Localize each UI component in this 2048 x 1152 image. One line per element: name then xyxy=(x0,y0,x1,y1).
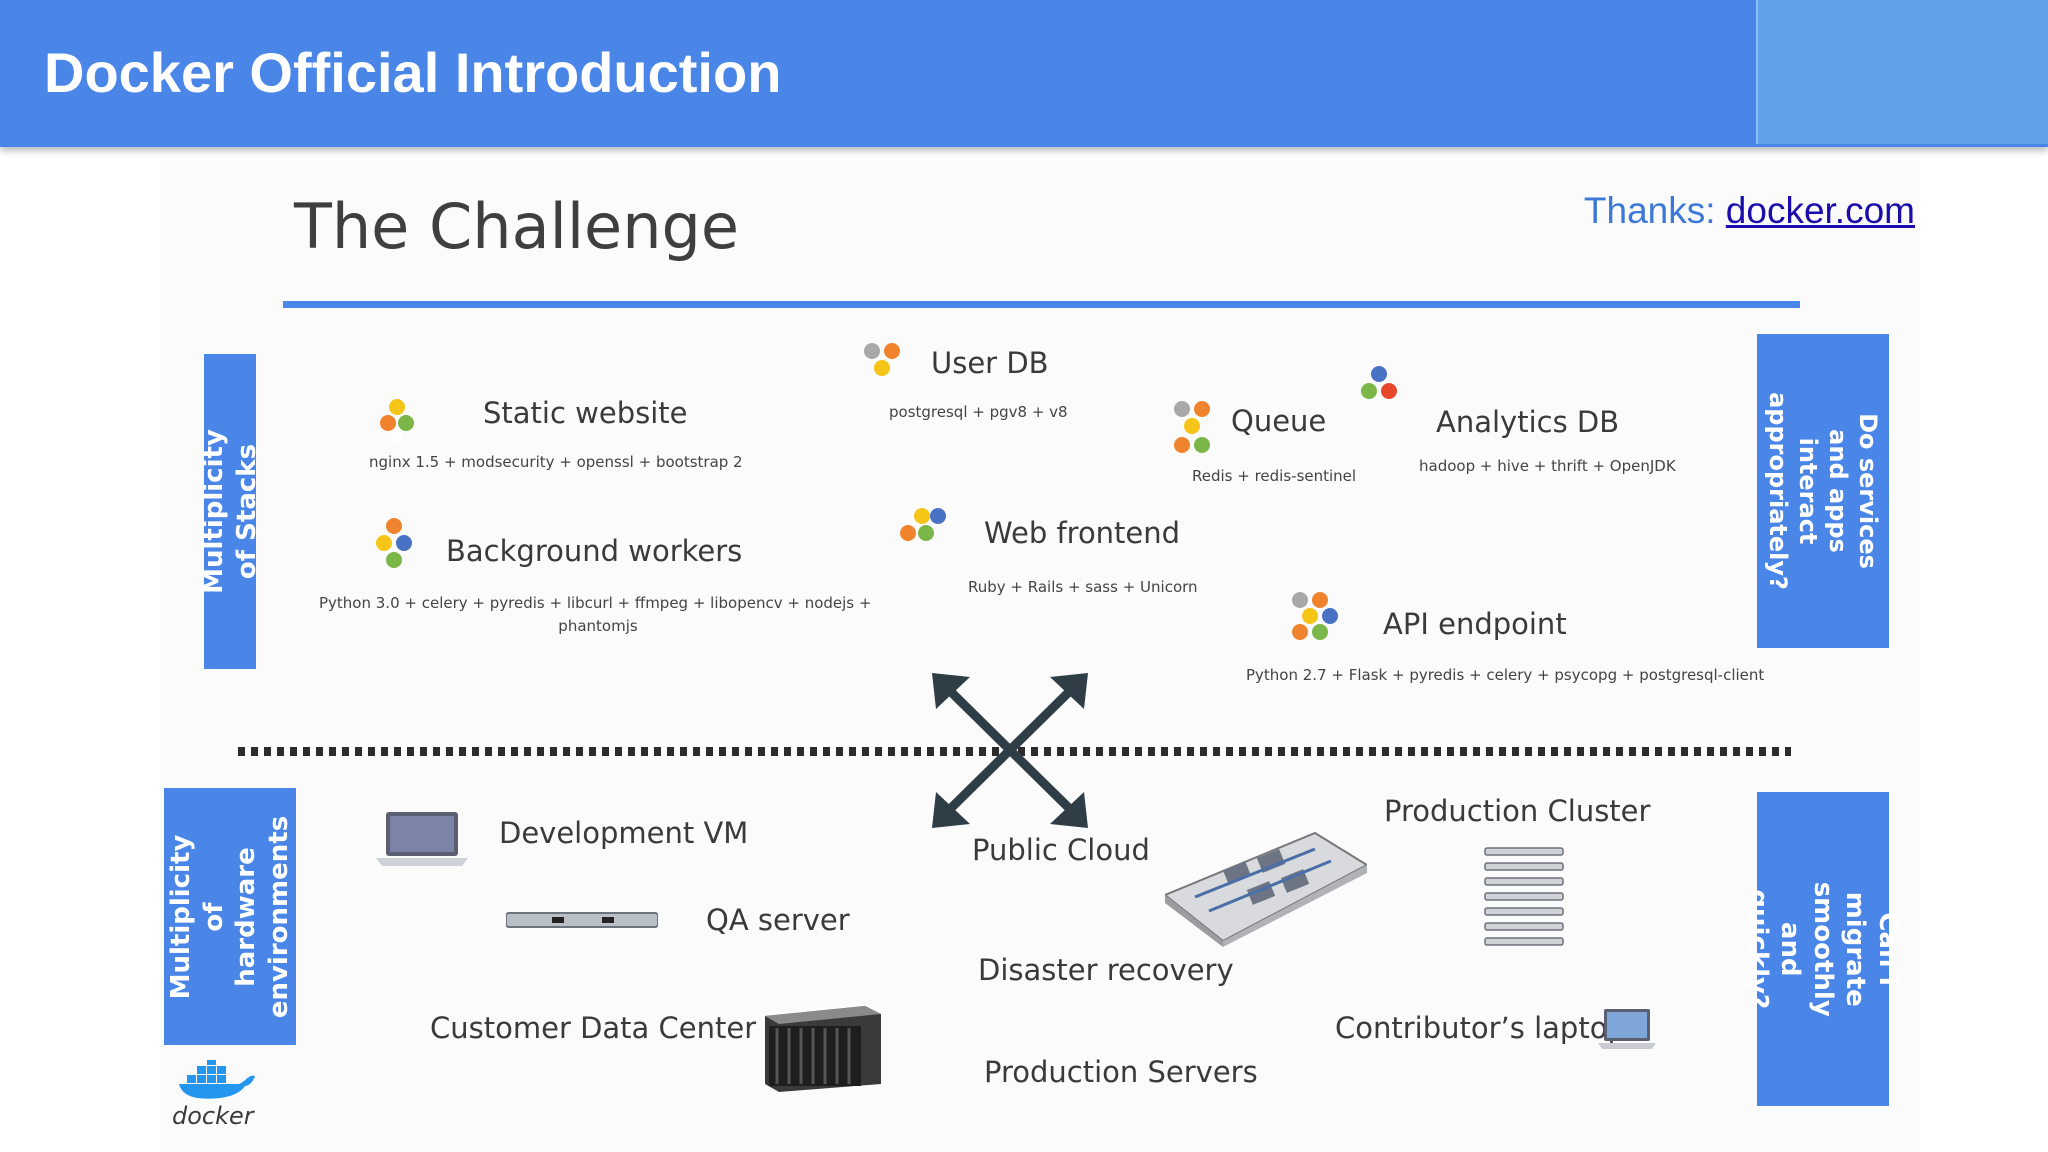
small-laptop-icon xyxy=(1598,1009,1656,1049)
api-endpoint-hex-icon xyxy=(1292,592,1338,640)
docker-logo-text: docker xyxy=(172,1102,254,1130)
slide-title: The Challenge xyxy=(294,190,739,263)
laptop-icon xyxy=(376,812,468,866)
stack-api-endpoint-desc: Python 2.7 + Flask + pyredis + celery + … xyxy=(1246,666,1765,684)
analytics-db-hex-icon xyxy=(1361,366,1397,399)
stack-web-frontend: Web frontend xyxy=(984,516,1181,550)
server-stack-icon xyxy=(1484,847,1564,946)
header-thumbnail xyxy=(1756,0,2048,144)
stack-background-workers-desc: Python 3.0 + celery + pyredis + libcurl … xyxy=(319,594,872,612)
stack-background-workers: Background workers xyxy=(446,534,743,568)
env-disaster-recovery: Disaster recovery xyxy=(978,953,1234,987)
stack-queue: Queue xyxy=(1231,404,1327,438)
docker-link[interactable]: docker.com xyxy=(1725,190,1915,231)
stack-user-db-desc: postgresql + pgv8 + v8 xyxy=(889,403,1068,421)
env-qa-server: QA server xyxy=(706,903,850,937)
stack-analytics-db-desc: hadoop + hive + thrift + OpenJDK xyxy=(1419,457,1676,475)
user-db-hex-icon xyxy=(864,343,900,376)
stack-background-workers-desc-line2: phantomjs xyxy=(558,617,638,635)
slide: The Challenge Multiplicity of Stacks Do … xyxy=(160,160,1920,1152)
thanks-prefix: Thanks: xyxy=(1583,190,1726,231)
stack-static-website-desc: nginx 1.5 + modsecurity + openssl + boot… xyxy=(369,453,743,471)
label-multiplicity-of-stacks: Multiplicity of Stacks xyxy=(199,354,261,669)
presentation-title: Docker Official Introduction xyxy=(44,41,782,104)
label-services-interact: Do services and apps interact appropriat… xyxy=(1757,334,1889,648)
stack-queue-desc: Redis + redis-sentinel xyxy=(1192,467,1357,485)
env-development-vm: Development VM xyxy=(499,816,749,850)
env-contributor-laptop: Contributor’s laptop xyxy=(1335,1011,1626,1045)
label-migrate-smoothly: Can I migrate smoothly and quickly? xyxy=(1743,792,1903,1106)
static-website-hex-icon xyxy=(380,399,414,442)
web-frontend-hex-icon xyxy=(900,508,946,541)
docker-whale-logo xyxy=(179,1060,255,1099)
header-bar: Docker Official Introduction xyxy=(0,0,2048,147)
background-workers-hex-icon xyxy=(376,518,412,568)
env-customer-data-center: Customer Data Center xyxy=(430,1011,757,1045)
stack-user-db: User DB xyxy=(931,346,1049,380)
server-board-icon xyxy=(1165,831,1367,947)
env-public-cloud: Public Cloud xyxy=(972,833,1150,867)
env-production-cluster: Production Cluster xyxy=(1384,794,1651,828)
blade-chassis-icon xyxy=(765,1006,881,1092)
title-divider xyxy=(283,301,1800,308)
env-production-servers: Production Servers xyxy=(984,1055,1258,1089)
thanks-credit: Thanks: docker.com xyxy=(1584,190,1915,232)
stack-api-endpoint: API endpoint xyxy=(1383,607,1567,641)
queue-hex-icon xyxy=(1174,401,1210,453)
label-multiplicity-of-hardware: Multiplicity of hardware environments xyxy=(164,788,296,1045)
stack-static-website: Static website xyxy=(483,396,688,430)
cross-arrows-icon xyxy=(932,673,1088,828)
stack-web-frontend-desc: Ruby + Rails + sass + Unicorn xyxy=(968,578,1198,596)
stack-analytics-db: Analytics DB xyxy=(1436,405,1620,439)
rack-server-icon xyxy=(506,912,658,928)
